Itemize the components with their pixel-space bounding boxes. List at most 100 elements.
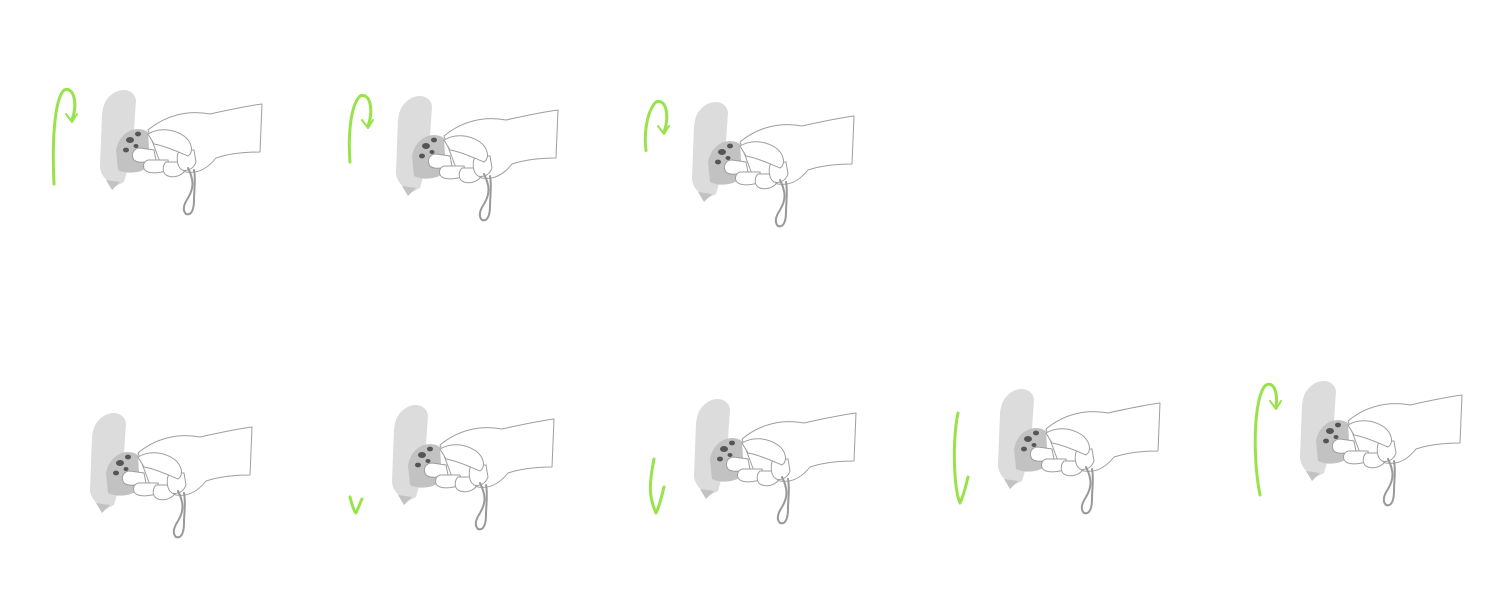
wrist-strap (1080, 466, 1094, 515)
remote-button (725, 156, 731, 160)
remote-tip (698, 192, 712, 202)
remote-tip (700, 489, 714, 499)
motion-arrow-path (348, 495, 364, 515)
finger (1074, 448, 1095, 470)
hand-holding-remote-icon (648, 398, 857, 525)
remote-tip (1306, 471, 1320, 481)
remote-tip (398, 495, 412, 505)
remote-button (1021, 446, 1027, 452)
motion-arrow-path (952, 411, 970, 505)
hand-holding-remote-icon (90, 412, 253, 539)
remote-button (1333, 435, 1339, 439)
curved-motion-arrow-icon (348, 495, 364, 515)
finger (472, 155, 493, 177)
wrist-strap (776, 476, 790, 525)
remote-button (727, 453, 733, 457)
motion-frame-2-3 (642, 379, 862, 529)
motion-arrow-path (1253, 382, 1278, 497)
remote-button (113, 470, 119, 476)
remote-button (427, 446, 433, 452)
hand-outline (439, 418, 555, 488)
remote-button (715, 159, 721, 165)
motion-frame-2-2 (340, 385, 560, 535)
motion-arrow-path (347, 94, 373, 164)
curved-motion-arrow-icon (347, 94, 374, 164)
remote-button (422, 143, 430, 149)
wrist-strap (1382, 458, 1396, 507)
motion-frame-1-2 (344, 76, 564, 226)
remote-button (431, 137, 437, 143)
motion-frame-2-5 (1248, 361, 1468, 511)
remote-tip (96, 503, 110, 513)
remote-button (415, 462, 421, 468)
motion-frame-1-3 (640, 82, 860, 232)
motion-arrow-path (643, 100, 669, 152)
hand-holding-remote-icon (643, 100, 855, 228)
motion-arrow-path (648, 457, 666, 515)
wrist-strap (774, 179, 788, 228)
motion-arrowhead (657, 125, 670, 135)
remote-button (729, 440, 735, 446)
thumb (147, 129, 192, 157)
finger (770, 458, 791, 480)
motion-arrowhead (65, 113, 78, 123)
thumb (739, 141, 784, 169)
curved-motion-arrow-icon (648, 457, 666, 515)
hand-holding-remote-icon (51, 88, 263, 216)
hand-holding-remote-icon (348, 404, 555, 531)
remote-button (1335, 422, 1341, 428)
curved-motion-arrow-icon (1253, 382, 1282, 497)
hand-outline (147, 103, 263, 173)
remote-button (1323, 438, 1329, 444)
finger (1376, 440, 1397, 462)
remote-button (425, 459, 431, 463)
remote-button (727, 143, 733, 149)
thumb (443, 135, 488, 163)
curved-motion-arrow-icon (643, 100, 670, 152)
wrist-strap (474, 482, 488, 531)
hand-holding-remote-icon (1253, 380, 1463, 507)
hand-holding-remote-icon (347, 94, 559, 222)
remote-button (419, 153, 425, 159)
hand-outline (443, 109, 559, 179)
remote-button (429, 150, 435, 154)
remote-button (126, 137, 134, 143)
remote-button (133, 144, 139, 148)
remote-button (123, 467, 129, 471)
motion-frame-1-1 (48, 70, 268, 220)
finger (176, 149, 197, 171)
remote-button (1031, 443, 1037, 447)
wrist-strap (182, 167, 196, 216)
thumb (137, 452, 182, 480)
thumb (1347, 420, 1392, 448)
wrist-strap (172, 490, 186, 539)
motion-frame-2-1 (38, 393, 258, 543)
hand-holding-remote-icon (952, 388, 1161, 515)
remote-tip (1004, 479, 1018, 489)
remote-button (1033, 430, 1039, 436)
remote-button (717, 456, 723, 462)
hand-outline (1347, 394, 1463, 464)
remote-tip (106, 180, 120, 190)
motion-arrowhead (361, 119, 374, 129)
wrist-strap (478, 173, 492, 222)
hand-outline (137, 426, 253, 496)
finger (166, 472, 187, 494)
remote-button (418, 452, 426, 458)
thumb (1045, 428, 1090, 456)
remote-button (1326, 428, 1334, 434)
thumb (439, 444, 484, 472)
remote-button (720, 446, 728, 452)
curved-motion-arrow-icon (952, 411, 970, 505)
motion-frame-2-4 (946, 369, 1166, 519)
remote-button (1024, 436, 1032, 442)
remote-button (116, 460, 124, 466)
remote-tip (402, 186, 416, 196)
thumb (741, 438, 786, 466)
motion-arrow-path (51, 88, 77, 186)
motion-arrowhead (1269, 400, 1282, 410)
finger (468, 464, 489, 486)
finger (768, 161, 789, 183)
remote-button (718, 149, 726, 155)
curved-motion-arrow-icon (51, 88, 78, 186)
